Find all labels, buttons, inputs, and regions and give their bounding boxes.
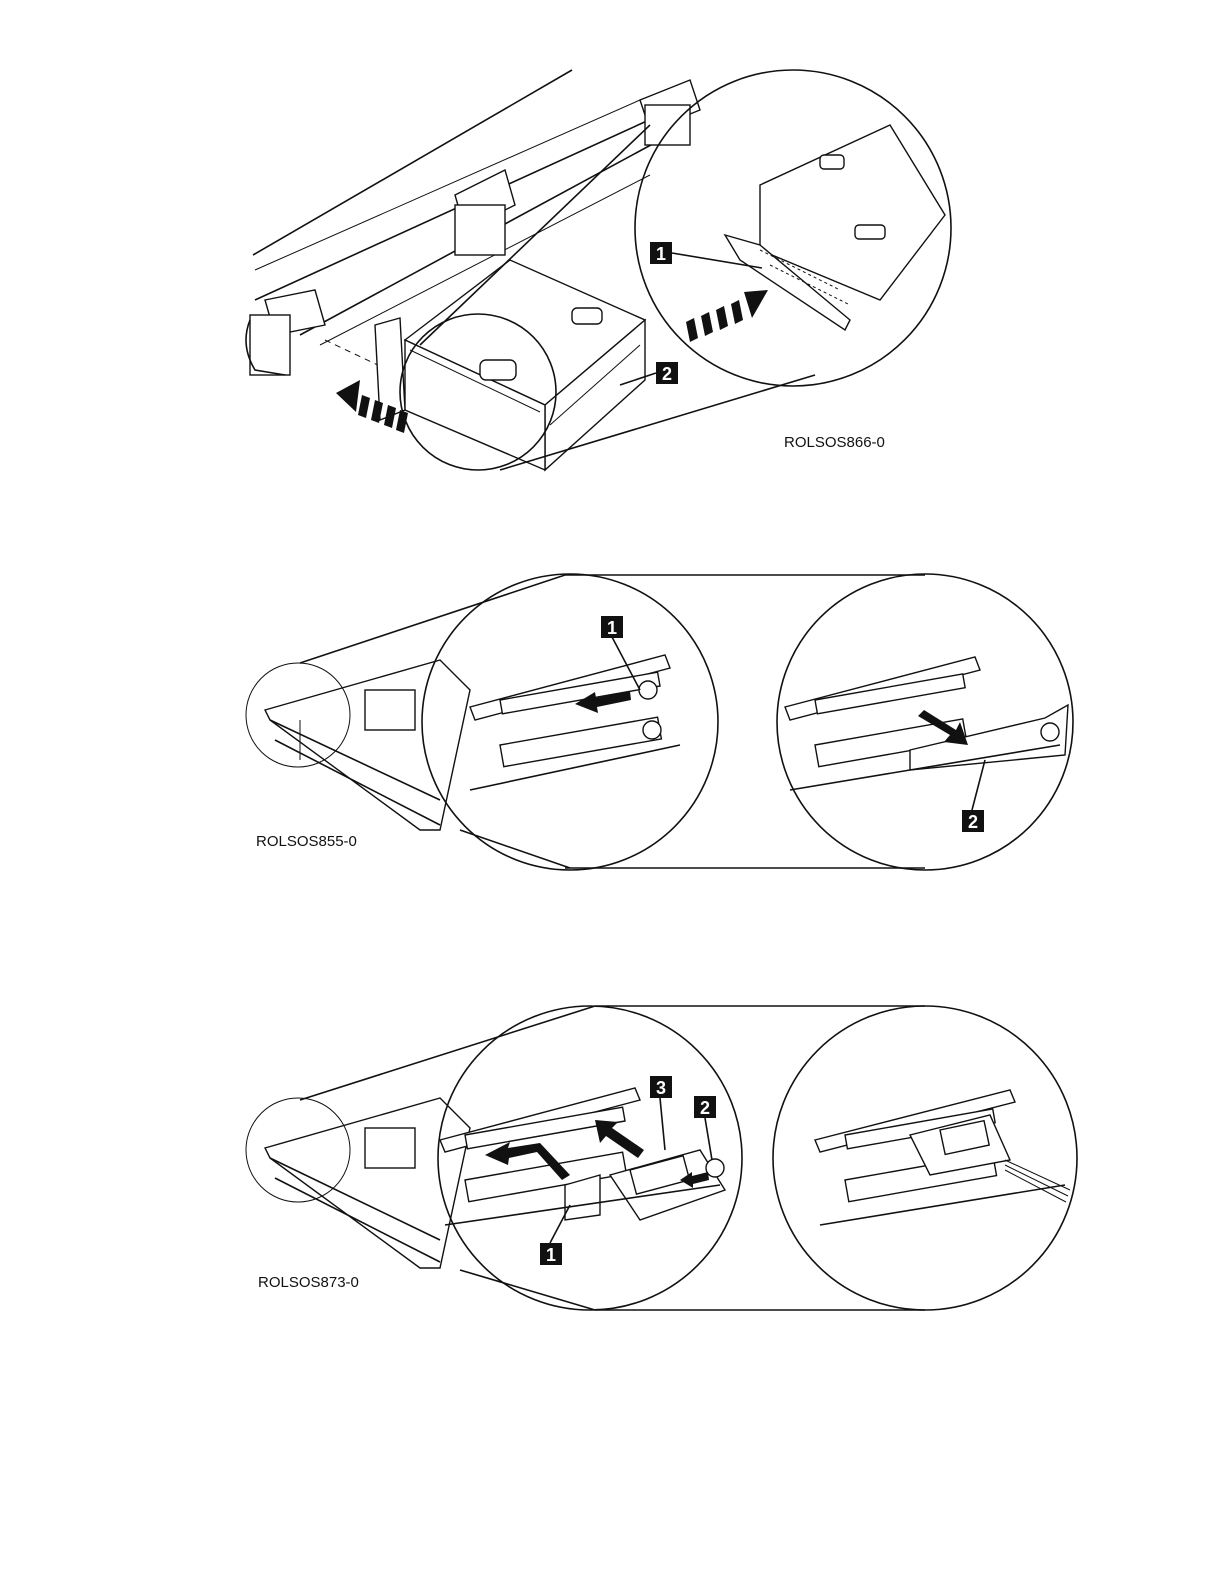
callout-3: 3 xyxy=(650,1076,672,1150)
server-chassis xyxy=(265,1098,470,1268)
svg-text:2: 2 xyxy=(700,1098,710,1118)
svg-text:1: 1 xyxy=(546,1245,556,1265)
slot-rails-left xyxy=(440,1088,725,1225)
slot-rails-right xyxy=(815,1090,1070,1225)
figure-3-label: ROLSOS873-0 xyxy=(258,1274,359,1291)
callout-1: 1 xyxy=(540,1205,570,1265)
svg-text:3: 3 xyxy=(656,1078,666,1098)
